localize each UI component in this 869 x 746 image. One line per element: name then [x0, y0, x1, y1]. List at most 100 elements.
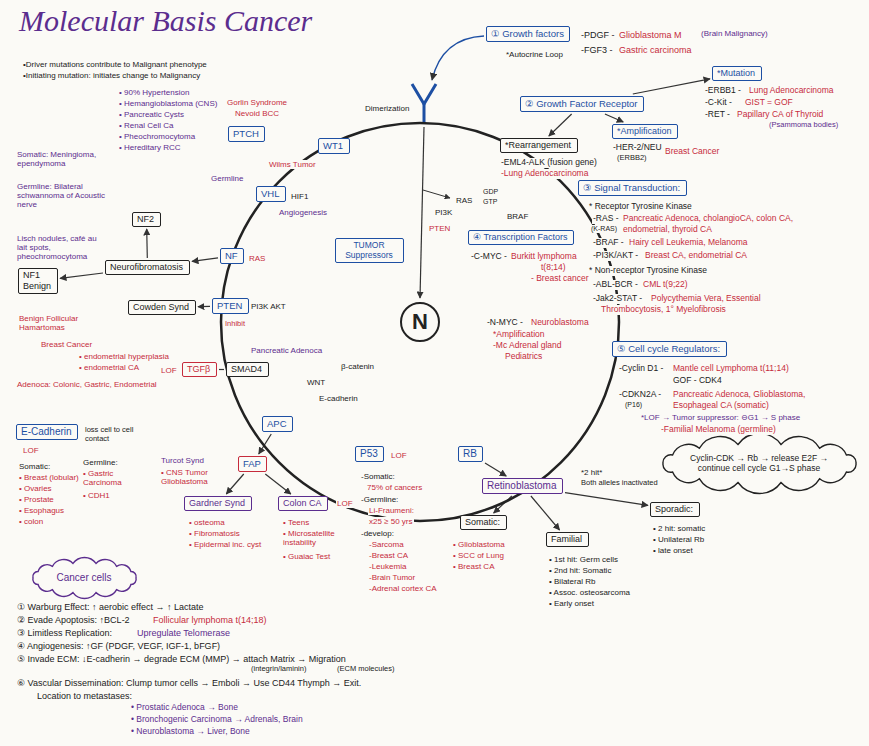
box-label: E-Cadherin [21, 426, 73, 438]
annotation-text: endometrial, thyroid CA [622, 225, 713, 235]
annotation-text: -CDKN2A - [618, 390, 662, 400]
annotation-text: • Glioblastoma [452, 540, 506, 549]
annotation-text: LOF [390, 451, 408, 460]
annotation-text: (K-RAS) [590, 225, 618, 233]
annotation-text: • Prostatic Adenoca → Bone [130, 703, 239, 713]
annotation-text: Wilms Tumor [268, 160, 317, 169]
annotation-text: • endometrial hyperplasia [78, 352, 170, 361]
annotation-text: -C-MYC - [470, 252, 508, 262]
annotation-text: (ERBB2) [616, 154, 648, 163]
cloud-shape [663, 434, 856, 494]
subtype-box: Familial [546, 532, 589, 547]
annotation-text: • Ovaries [18, 484, 53, 493]
annotation-text: GOF - CDK4 [672, 376, 723, 386]
annotation-text: Thrombocytosis, 1° Myelofibrosis [600, 305, 727, 315]
box-label: Sporadic: [655, 504, 695, 515]
annotation-text: LOF [336, 499, 354, 508]
annotation-text: -Lung Adenocarcinoma [500, 169, 589, 179]
box-label: *Amplification [617, 126, 673, 137]
disease-box: Colon CA [278, 496, 328, 511]
connector-arrow [565, 493, 648, 506]
cell-label: RAS [455, 196, 473, 205]
cloud-shape [33, 558, 136, 599]
gene-box: P53 [355, 446, 384, 462]
annotation-text: • 2 hit: somatic [652, 524, 706, 533]
box-label: N [400, 302, 440, 342]
gene-box: WT1 [318, 138, 350, 154]
box-label: Cyclin-CDK → Rb → release E2F → continue… [684, 453, 834, 473]
annotation-text: Pancreatic Adenoca, cholangioCA, colon C… [622, 214, 794, 224]
box-label: ③ Signal Transduction: [583, 182, 682, 193]
syndrome-box: FAP [238, 456, 267, 472]
subtype-box: *Amplification [612, 124, 678, 139]
annotation-text: •Initiating mutation: initiates change t… [22, 71, 201, 80]
annotation-text: -Somatic: [360, 472, 396, 481]
signal-branch [423, 190, 450, 198]
annotation-text: Burkitt lymphoma [510, 252, 578, 262]
annotation-text: ⑤ Invade ECM: ↓E-cadherin → degrade ECM … [16, 654, 347, 664]
box-label: Benign [23, 281, 53, 292]
box-label: Neurofibromatosis [110, 262, 185, 273]
annotation-text: Lisch nodules, café au lait spots, pheoc… [16, 234, 104, 262]
annotation-text: • Renal Cell Ca [118, 121, 174, 130]
annotation-text: • Early onset [548, 599, 595, 608]
annotation-text: Follicular lymphoma t(14;18) [152, 615, 268, 625]
annotation-text: • Prostate [18, 495, 55, 504]
annotation-text: -develop: [360, 529, 395, 538]
annotation-text: Pancreatic Adenoca [250, 346, 323, 355]
annotation-text: LOF [22, 446, 40, 455]
subtype-box: Sporadic: [650, 502, 700, 517]
annotation-text: Germline [210, 174, 244, 183]
category-box: ① Growth factors [486, 26, 570, 42]
subtype-box: *Mutation [712, 66, 762, 81]
annotation-text: Gorlin Syndrome [226, 98, 288, 107]
category-box: ⑤ Cell cycle Regulators: [612, 341, 727, 357]
annotation-text: Location to metastases: [36, 691, 133, 701]
annotation-text: -RAS - [592, 214, 620, 224]
annotation-text: t(8;14) [540, 263, 567, 273]
annotation-text: • colon [18, 517, 44, 526]
box-label: Cowden Synd [133, 302, 191, 313]
annotation-text: -Breast CA [368, 551, 409, 560]
subtype-box: Somatic: [460, 515, 507, 530]
cloud-heading: Cancer cells [26, 556, 143, 600]
nucleus-ring [401, 303, 439, 341]
box-label: ④ Transcription Factors [473, 232, 569, 243]
annotation-text: Polycythemia Vera, Essential [650, 294, 762, 304]
box-label: WT1 [323, 140, 345, 151]
annotation-text: (P16) [624, 401, 643, 409]
annotation-text: (Brain Malignancy) [700, 29, 769, 38]
annotation-text: Hairy cell Leukemia, Melanoma [628, 238, 749, 248]
annotation-text: • CDH1 [82, 491, 111, 500]
cell-label: GDP [482, 188, 499, 196]
annotation-text: Nevoid BCC [234, 109, 280, 118]
gene-box: APC [262, 416, 293, 432]
annotation-text: ③ Limitless Replication: [16, 628, 113, 638]
annotation-text: loss cell to cell contact [84, 426, 146, 443]
box-label: NF2 [137, 214, 156, 225]
gene-box: SMAD4 [226, 362, 269, 377]
annotation-text: • Bronchogenic Carcinoma → Adrenals, Bra… [130, 715, 304, 725]
annotation-text: Neuroblastoma [530, 318, 590, 328]
annotation-text: ② Evade Apoptosis: ↑BCL-2 [16, 615, 131, 625]
annotation-text: • Pheochromocytoma [118, 132, 196, 141]
gene-box: NF2 [132, 212, 161, 227]
connector-arrow [531, 496, 560, 530]
gene-box: NF [220, 248, 244, 264]
connector-arrow [265, 474, 291, 494]
annotation-text: Somatic: [18, 462, 51, 471]
annotation-text: -C-Kit - [704, 98, 733, 108]
annotation-text: Mantle cell Lymphoma t(11;14) [672, 364, 790, 374]
cell-label: BRAF [506, 212, 529, 221]
annotation-text: Germline: [82, 458, 119, 467]
annotation-text: • 90% Hypertension [118, 88, 190, 97]
annotation-text: • Microsatellite instability [282, 529, 350, 547]
annotation-text: Both alleles inactivated [580, 479, 659, 488]
annotation-text: • Breast CA [452, 562, 495, 571]
annotation-text: -N-MYC - [486, 318, 524, 328]
gene-box: VHL [256, 186, 286, 202]
annotation-text: ⑥ Vascular Dissemination: Clump tumor ce… [16, 678, 362, 688]
annotation-text: • Assoc. osteosarcoma [548, 588, 631, 597]
annotation-text: •Driver mutations contribute to Malignan… [22, 60, 208, 69]
cell-label: RAS [248, 254, 266, 263]
